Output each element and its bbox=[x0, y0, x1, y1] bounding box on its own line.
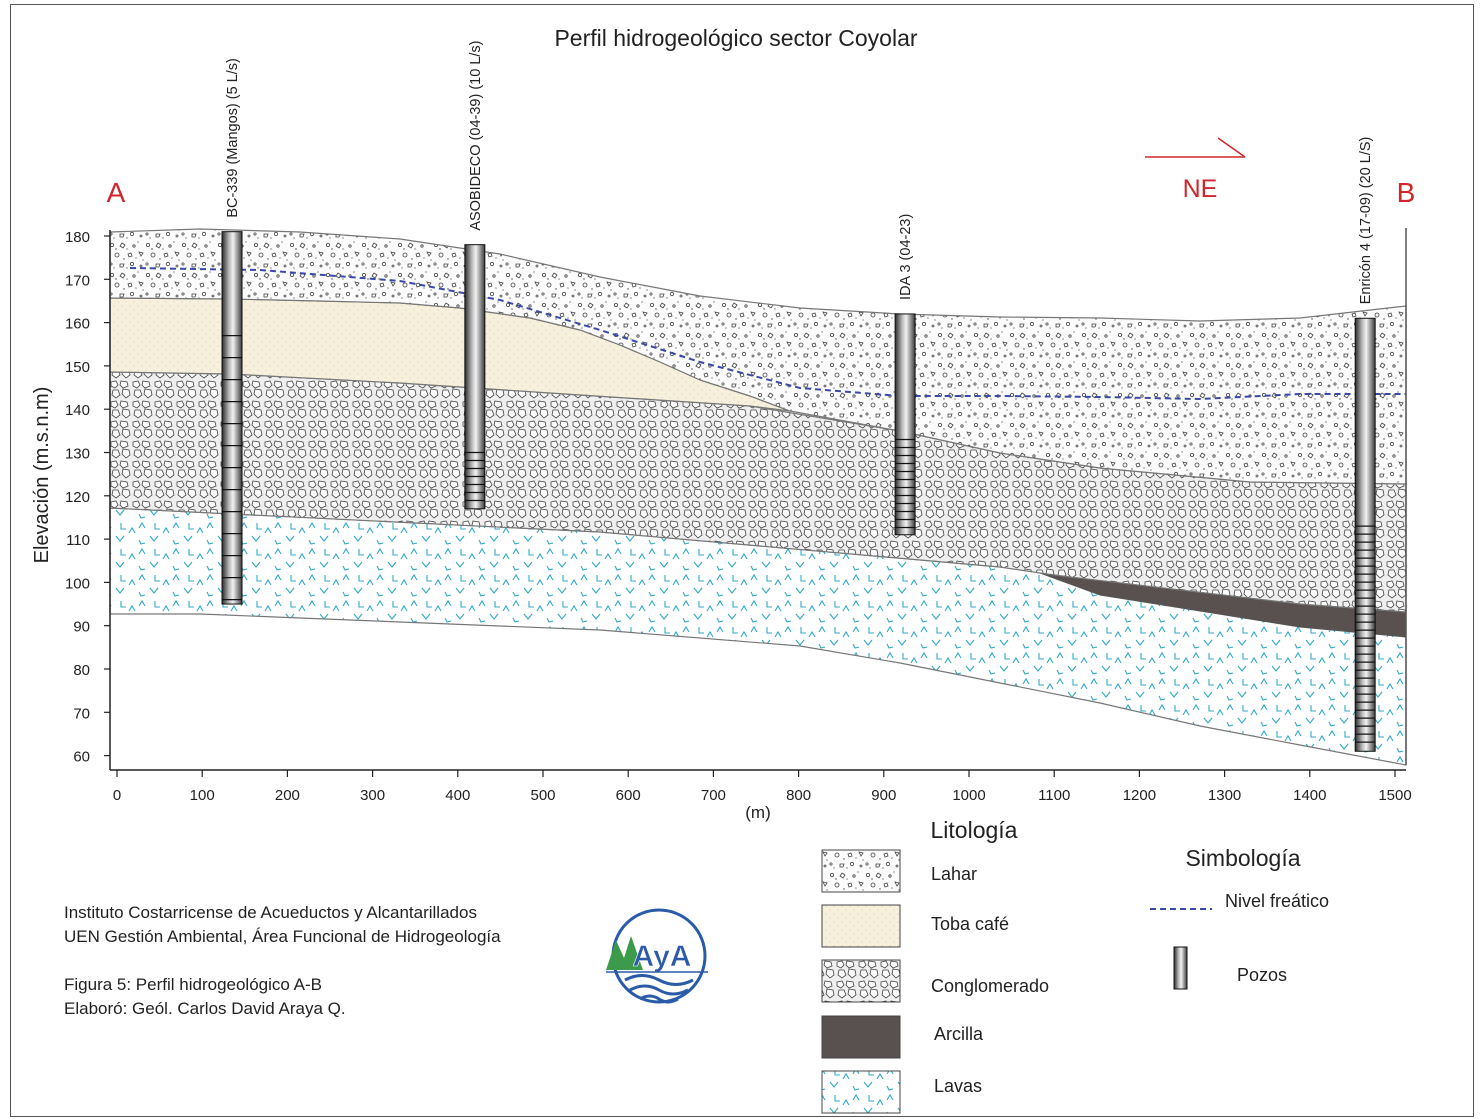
water-table-legend-label: Nivel freático bbox=[1225, 891, 1329, 911]
legend-swatch-lahar bbox=[821, 849, 901, 893]
point-a-label: A bbox=[107, 177, 126, 208]
wells-legend-label: Pozos bbox=[1237, 965, 1287, 985]
direction-label: NE bbox=[1183, 175, 1218, 203]
figure-frame bbox=[10, 4, 1474, 1117]
y-tick-label: 170 bbox=[65, 272, 90, 289]
legend-swatch-arcilla bbox=[821, 1015, 901, 1059]
x-tick-label: 900 bbox=[871, 787, 896, 804]
credit-figure: Figura 5: Perfil hidrogeológico A-B bbox=[64, 975, 322, 994]
y-tick-label: 70 bbox=[73, 705, 90, 722]
well-casing bbox=[221, 231, 243, 605]
x-tick-label: 400 bbox=[445, 787, 470, 804]
y-tick-label: 90 bbox=[73, 619, 90, 636]
water-table-line bbox=[129, 267, 1406, 401]
legend-swatch-toba bbox=[821, 904, 901, 948]
legend-label-lahar: Lahar bbox=[931, 864, 977, 884]
chart-title: Perfil hidrogeológico sector Coyolar bbox=[554, 25, 917, 51]
legend-label-arcilla: Arcilla bbox=[934, 1024, 984, 1044]
y-tick-label: 120 bbox=[65, 489, 90, 506]
lithology-title: Litología bbox=[931, 817, 1018, 843]
legend-label-toba: Toba café bbox=[931, 914, 1009, 934]
well: ASOBIDECO (04-39) (10 L/s) bbox=[464, 40, 486, 510]
x-tick-label: 1200 bbox=[1123, 787, 1156, 804]
y-axis-label: Elevación (m.s.n.m) bbox=[31, 387, 53, 564]
y-tick-label: 180 bbox=[65, 229, 90, 246]
x-tick-label: 1000 bbox=[952, 787, 985, 804]
well-label: Enricón 4 (17-09) (20 L/S) bbox=[1358, 137, 1374, 305]
well-label: BC-339 (Mangos) (5 L/s) bbox=[225, 58, 241, 218]
x-tick-label: 300 bbox=[360, 787, 385, 804]
credit-institution: Instituto Costarricense de Acueductos y … bbox=[64, 903, 477, 922]
x-tick-label: 800 bbox=[786, 787, 811, 804]
wells: BC-339 (Mangos) (5 L/s) ASOBIDECO (04-39)… bbox=[221, 40, 1376, 752]
y-tick-label: 150 bbox=[65, 359, 90, 376]
x-tick-label: 1500 bbox=[1378, 787, 1411, 804]
legend: Litología Lahar Toba café Conglomerado A… bbox=[821, 817, 1329, 1114]
well: IDA 3 (04-23) bbox=[894, 214, 916, 536]
symbology-title: Simbología bbox=[1185, 845, 1300, 871]
x-tick-label: 200 bbox=[275, 787, 300, 804]
x-tick-label: 600 bbox=[616, 787, 641, 804]
credit-author: Elaboró: Geól. Carlos David Araya Q. bbox=[64, 999, 346, 1018]
x-tick-label: 700 bbox=[701, 787, 726, 804]
y-tick-label: 130 bbox=[65, 446, 90, 463]
legend-swatch-conglomerado bbox=[821, 959, 901, 1003]
y-tick-label: 100 bbox=[65, 575, 90, 592]
x-tick-label: 0 bbox=[113, 787, 121, 804]
y-tick-label: 80 bbox=[73, 662, 90, 679]
y-tick-label: 60 bbox=[73, 749, 90, 766]
aya-logo: AyA bbox=[606, 908, 708, 1004]
legend-swatch-lavas bbox=[821, 1070, 901, 1114]
legend-label-lavas: Lavas bbox=[934, 1076, 982, 1096]
x-axis-label: (m) bbox=[745, 803, 770, 822]
y-tick-label: 110 bbox=[66, 532, 90, 549]
well-label: ASOBIDECO (04-39) (10 L/s) bbox=[468, 40, 484, 230]
x-tick-label: 1300 bbox=[1208, 787, 1241, 804]
well: BC-339 (Mangos) (5 L/s) bbox=[221, 58, 243, 605]
x-axis: 0 100 200 300 400 500 600 700 800 900 1000 1100 1200… bbox=[110, 769, 1412, 804]
well-legend-icon bbox=[1173, 946, 1188, 990]
x-tick-label: 500 bbox=[530, 787, 555, 804]
well-label: IDA 3 (04-23) bbox=[898, 214, 914, 300]
y-axis: 180 170 160 150 140 130 120 110 100 90 80 70 60 bbox=[65, 229, 111, 770]
point-b-label: B bbox=[1397, 177, 1416, 208]
logo-text: AyA bbox=[633, 940, 692, 973]
x-tick-label: 100 bbox=[190, 787, 215, 804]
north-east-arrow-icon bbox=[1145, 137, 1246, 158]
well-casing bbox=[894, 313, 916, 536]
well: Enricón 4 (17-09) (20 L/S) bbox=[1354, 137, 1376, 752]
legend-label-conglomerado: Conglomerado bbox=[931, 976, 1049, 996]
y-tick-label: 140 bbox=[65, 402, 90, 419]
y-tick-label: 160 bbox=[65, 316, 90, 333]
x-tick-label: 1400 bbox=[1293, 787, 1326, 804]
well-casing bbox=[464, 244, 486, 510]
geology-layers bbox=[109, 228, 1407, 766]
well-casing bbox=[1354, 317, 1376, 752]
x-tick-label: 1100 bbox=[1038, 787, 1070, 804]
credit-unit: UEN Gestión Ambiental, Área Funcional de… bbox=[64, 927, 501, 946]
